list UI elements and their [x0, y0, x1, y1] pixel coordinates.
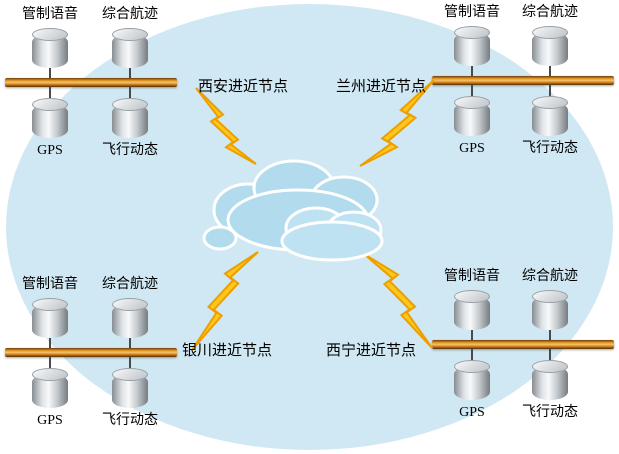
label-gps: GPS [459, 141, 485, 156]
label-control-voice: 管制语音 [22, 7, 78, 22]
database-cylinder-icon [532, 360, 568, 400]
label-control-voice: 管制语音 [444, 5, 500, 20]
connector-line [471, 60, 473, 78]
lightning-bolt-icon [196, 88, 256, 164]
connector-line [129, 86, 131, 100]
database-cylinder-icon [32, 368, 68, 408]
database-cylinder-icon [112, 368, 148, 408]
lan-bus-bar [432, 340, 614, 349]
approach-node-cluster-top-right: 管制语音 综合航迹 GPS 飞行动态 [432, 4, 614, 160]
lan-bus-bar [5, 348, 177, 357]
database-cylinder-icon [454, 96, 490, 136]
connector-line [129, 332, 131, 350]
label-flight-dynamics: 飞行动态 [522, 405, 578, 420]
database-cylinder-icon [112, 28, 148, 68]
label-gps: GPS [37, 413, 63, 428]
connector-line [49, 86, 51, 100]
connector-line [49, 356, 51, 370]
database-cylinder-icon [454, 26, 490, 66]
label-gps: GPS [459, 405, 485, 420]
label-flight-dynamics: 飞行动态 [102, 413, 158, 428]
approach-node-cluster-bottom-left: 管制语音 综合航迹 GPS 飞行动态 [5, 276, 187, 432]
approach-node-label-lanzhou: 兰州进近节点 [335, 79, 426, 95]
lightning-bolt-icon [364, 254, 432, 348]
connector-line [129, 62, 131, 80]
label-flight-dynamics: 飞行动态 [522, 141, 578, 156]
label-integrated-track: 综合航迹 [522, 269, 578, 284]
label-control-voice: 管制语音 [444, 269, 500, 284]
approach-node-label-yinchuan: 银川进近节点 [181, 343, 272, 359]
label-integrated-track: 综合航迹 [102, 7, 158, 22]
database-cylinder-icon [112, 298, 148, 338]
network-cloud-icon [202, 159, 384, 262]
lightning-bolt-icon [360, 80, 434, 166]
approach-node-label-xian: 西安进近节点 [197, 79, 288, 95]
database-cylinder-icon [454, 360, 490, 400]
database-cylinder-icon [32, 298, 68, 338]
database-cylinder-icon [112, 98, 148, 138]
label-flight-dynamics: 飞行动态 [102, 143, 158, 158]
connector-line [49, 332, 51, 350]
lan-bus-bar [5, 78, 177, 87]
connector-line [549, 60, 551, 78]
database-cylinder-icon [532, 96, 568, 136]
connector-line [549, 324, 551, 342]
database-cylinder-icon [32, 28, 68, 68]
connector-line [471, 348, 473, 362]
lightning-bolt-icon [192, 252, 258, 350]
connector-line [471, 84, 473, 98]
label-integrated-track: 综合航迹 [102, 277, 158, 292]
approach-node-cluster-top-left: 管制语音 综合航迹 GPS 飞行动态 [5, 6, 187, 162]
connector-line [471, 324, 473, 342]
connector-line [129, 356, 131, 370]
label-control-voice: 管制语音 [22, 277, 78, 292]
connector-line [49, 62, 51, 80]
approach-node-cluster-bottom-right: 管制语音 综合航迹 GPS 飞行动态 [432, 268, 614, 424]
database-cylinder-icon [454, 290, 490, 330]
label-gps: GPS [37, 143, 63, 158]
database-cylinder-icon [532, 26, 568, 66]
approach-node-label-xining: 西宁进近节点 [325, 343, 416, 359]
lan-bus-bar [432, 76, 614, 85]
database-cylinder-icon [532, 290, 568, 330]
connector-line [549, 84, 551, 98]
connector-line [549, 348, 551, 362]
label-integrated-track: 综合航迹 [522, 5, 578, 20]
database-cylinder-icon [32, 98, 68, 138]
